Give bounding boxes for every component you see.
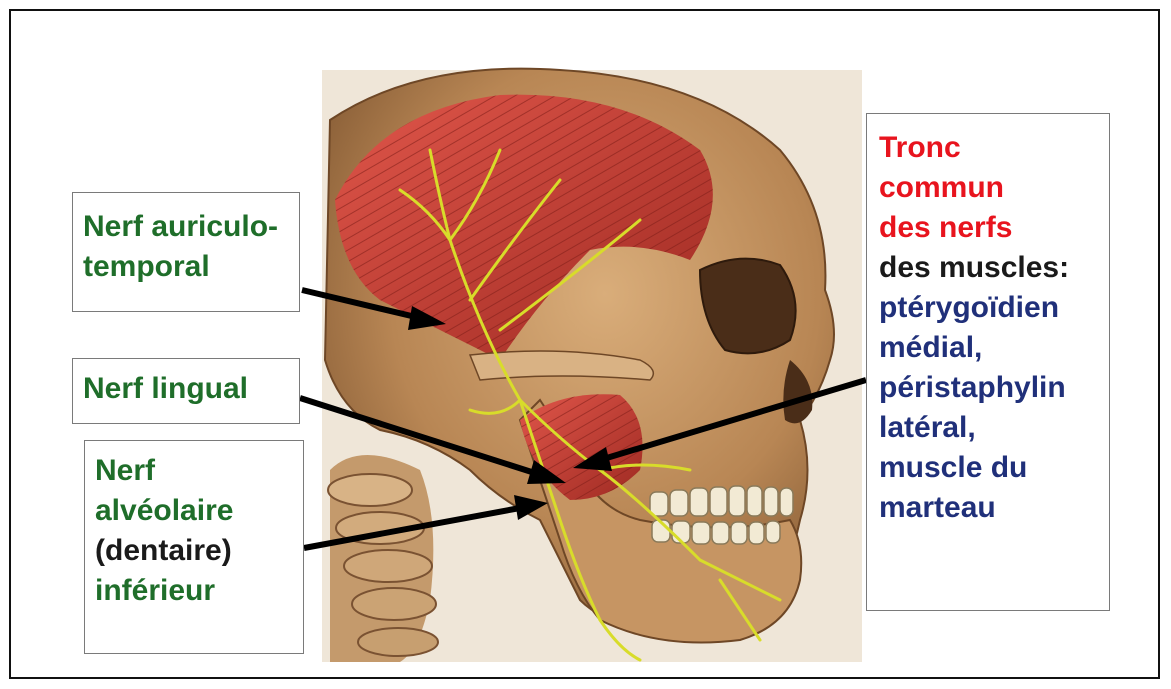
tronc-line-7: péristaphylin — [879, 368, 1097, 408]
tronc-line-5: ptérygoïdien — [879, 288, 1097, 328]
tronc-line-8: latéral, — [879, 408, 1097, 448]
auriculo-line-2: temporal — [83, 247, 289, 287]
tronc-line-6: médial, — [879, 328, 1097, 368]
tronc-line-9: muscle du — [879, 448, 1097, 488]
cervical-spine — [328, 455, 438, 662]
alveolaire-line-4: inférieur — [95, 571, 293, 611]
lingual-line-1: Nerf lingual — [83, 369, 289, 409]
alveolaire-line-1: Nerf — [95, 451, 293, 491]
tronc-line-4: des muscles: — [879, 248, 1097, 288]
auriculo-line-1: Nerf auriculo- — [83, 207, 289, 247]
tronc-line-1: Tronc — [879, 128, 1097, 168]
alveolaire-line-2: alvéolaire — [95, 491, 293, 531]
label-nerf-lingual: Nerf lingual — [72, 358, 300, 424]
tronc-line-3: des nerfs — [879, 208, 1097, 248]
label-nerf-alveolaire-inferieur: Nerf alvéolaire (dentaire) inférieur — [84, 440, 304, 654]
label-nerf-auriculo-temporal: Nerf auriculo- temporal — [72, 192, 300, 312]
alveolaire-line-3: (dentaire) — [95, 531, 293, 571]
tronc-line-2: commun — [879, 168, 1097, 208]
tronc-line-10: marteau — [879, 488, 1097, 528]
label-tronc-commun: Tronc commun des nerfs des muscles: ptér… — [866, 113, 1110, 611]
